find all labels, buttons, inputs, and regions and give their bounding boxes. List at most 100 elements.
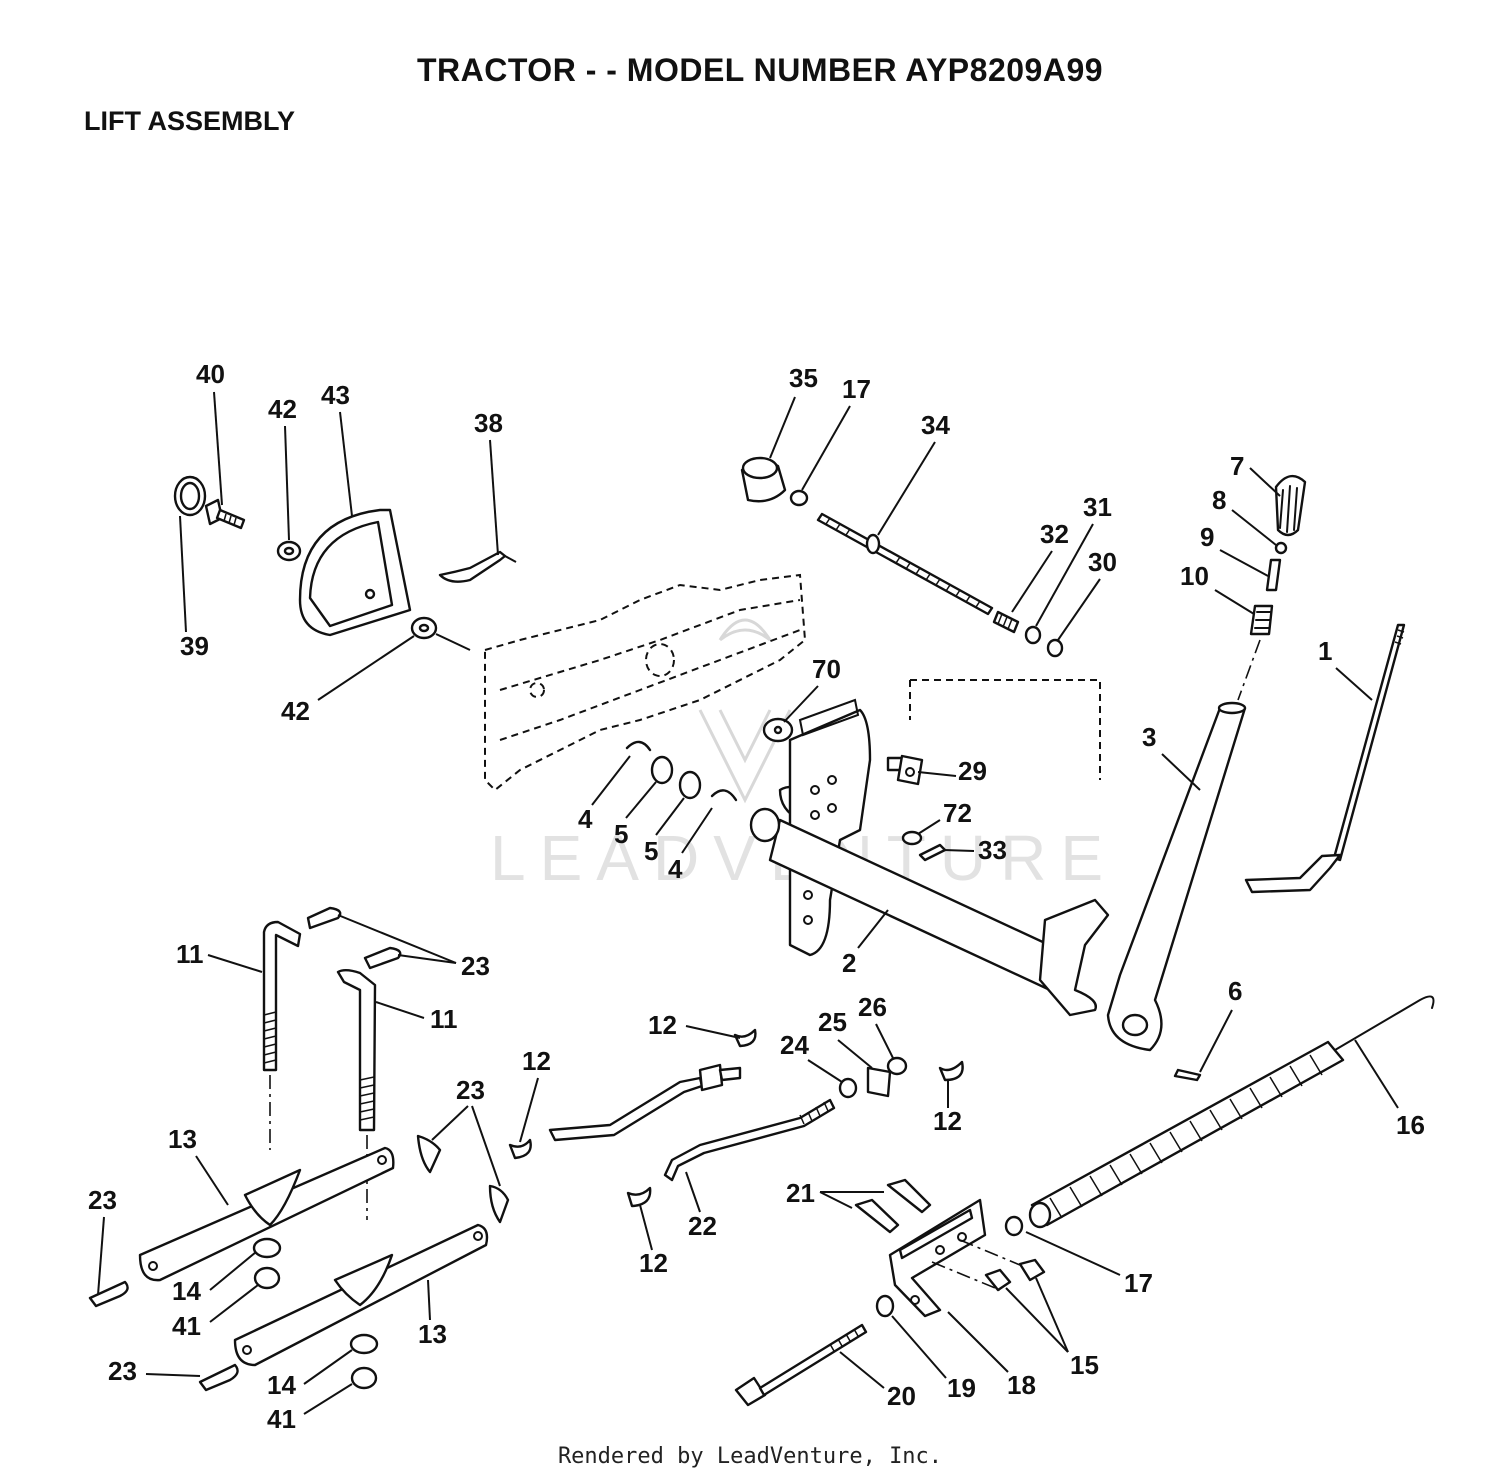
callout-41b: 41 [267, 1404, 296, 1434]
callout-41a: 41 [172, 1311, 201, 1341]
callout-13a: 13 [168, 1124, 197, 1154]
detent-ball [1274, 541, 1288, 555]
adjusting-knob [740, 456, 787, 503]
frame-outline [484, 573, 807, 792]
hairpin-clip [626, 1186, 652, 1208]
callout-17b: 17 [1124, 1268, 1153, 1298]
lift-link [138, 1146, 395, 1282]
callout-32: 32 [1040, 519, 1069, 549]
rear-lift-rod [663, 1098, 836, 1182]
callout-7: 7 [1230, 451, 1244, 481]
washer [1004, 1215, 1024, 1237]
callout-11b: 11 [430, 1004, 458, 1034]
callout-34: 34 [921, 410, 950, 440]
detent-pin [1265, 558, 1282, 592]
callout-23a: 23 [461, 951, 490, 981]
callout-17a: 17 [842, 374, 871, 404]
callout-6: 6 [1228, 976, 1242, 1006]
spring-bracket [888, 1198, 987, 1318]
callout-23d: 23 [108, 1356, 137, 1386]
callout-33: 33 [978, 835, 1007, 865]
hairpin-clip [488, 1184, 510, 1224]
callout-2: 2 [842, 948, 856, 978]
washer [1046, 638, 1064, 658]
front-lift-rod [548, 1063, 742, 1142]
callout-39: 39 [180, 631, 209, 661]
callout-24: 24 [780, 1030, 809, 1060]
callout-23b: 23 [456, 1075, 485, 1105]
hairpin-clip [198, 1363, 239, 1392]
hairpin-clip [306, 906, 342, 930]
lift-handle [1106, 701, 1247, 1052]
reference-box [909, 679, 1101, 780]
callout-18: 18 [1007, 1370, 1036, 1400]
callout-3: 3 [1142, 722, 1156, 752]
callout-5b: 5 [644, 836, 658, 866]
shoulder-bolt [1173, 1068, 1202, 1082]
assist-spring [1028, 995, 1435, 1229]
hairpin-clip [508, 1138, 532, 1160]
knob-ring-inner [179, 481, 201, 511]
footer-credit: Rendered by LeadVenture, Inc. [557, 1444, 943, 1469]
washer [789, 489, 809, 507]
callout-29: 29 [958, 756, 987, 786]
hex-bolt [886, 1178, 932, 1214]
pivot-bolt [204, 498, 246, 530]
callout-21: 21 [786, 1178, 815, 1208]
lift-arm [262, 920, 302, 1072]
callout-26: 26 [858, 992, 887, 1022]
callout-42b: 42 [281, 696, 310, 726]
callout-13b: 13 [418, 1319, 447, 1349]
adjusting-rod [816, 512, 994, 616]
callout-30: 30 [1088, 547, 1117, 577]
washer [349, 1333, 379, 1355]
carriage-bolt [734, 1323, 868, 1407]
washer [252, 1237, 282, 1259]
callout-12b: 12 [522, 1046, 551, 1076]
retaining-ring [710, 789, 738, 802]
callout-22: 22 [688, 1211, 717, 1241]
compression-spring [992, 610, 1020, 634]
callout-38: 38 [474, 408, 503, 438]
flat-washer [762, 717, 794, 743]
callout-4b: 4 [668, 854, 683, 884]
nut [886, 1056, 908, 1076]
hairpin-clip [733, 1028, 757, 1048]
callout-8: 8 [1212, 485, 1226, 515]
callout-14a: 14 [172, 1276, 201, 1306]
washer [875, 1294, 895, 1318]
callout-16: 16 [1396, 1110, 1425, 1140]
washer [838, 1077, 858, 1099]
callout-23c: 23 [88, 1185, 117, 1215]
bushing [678, 770, 702, 800]
lift-link-rod [1244, 623, 1406, 894]
callout-11a: 11 [176, 939, 204, 969]
callout-5a: 5 [614, 819, 628, 849]
callout-4a: 4 [578, 804, 593, 834]
nut [350, 1366, 378, 1390]
washer [1024, 625, 1042, 645]
hairpin-clip [363, 946, 402, 970]
callout-1: 1 [1318, 636, 1332, 666]
nut [253, 1266, 281, 1290]
callout-19: 19 [947, 1373, 976, 1403]
handle-grip [1274, 474, 1307, 537]
callout-12d: 12 [933, 1106, 962, 1136]
nut [1018, 1258, 1046, 1282]
callout-20: 20 [887, 1381, 916, 1411]
callout-35: 35 [789, 363, 818, 393]
callout-9: 9 [1200, 522, 1214, 552]
lift-shaft [749, 698, 1110, 1017]
callout-31: 31 [1083, 492, 1112, 522]
watermark-logo [698, 618, 792, 804]
lift-handle-cover [298, 508, 412, 637]
handle-bushing [1249, 604, 1274, 636]
callout-40: 40 [196, 359, 225, 389]
hairpin-clip [938, 1060, 964, 1082]
callout-10: 10 [1180, 561, 1209, 591]
callout-70: 70 [812, 654, 841, 684]
hairpin-clip [416, 1134, 442, 1174]
callout-12c: 12 [639, 1248, 668, 1278]
trunnion-fitting [886, 754, 924, 786]
